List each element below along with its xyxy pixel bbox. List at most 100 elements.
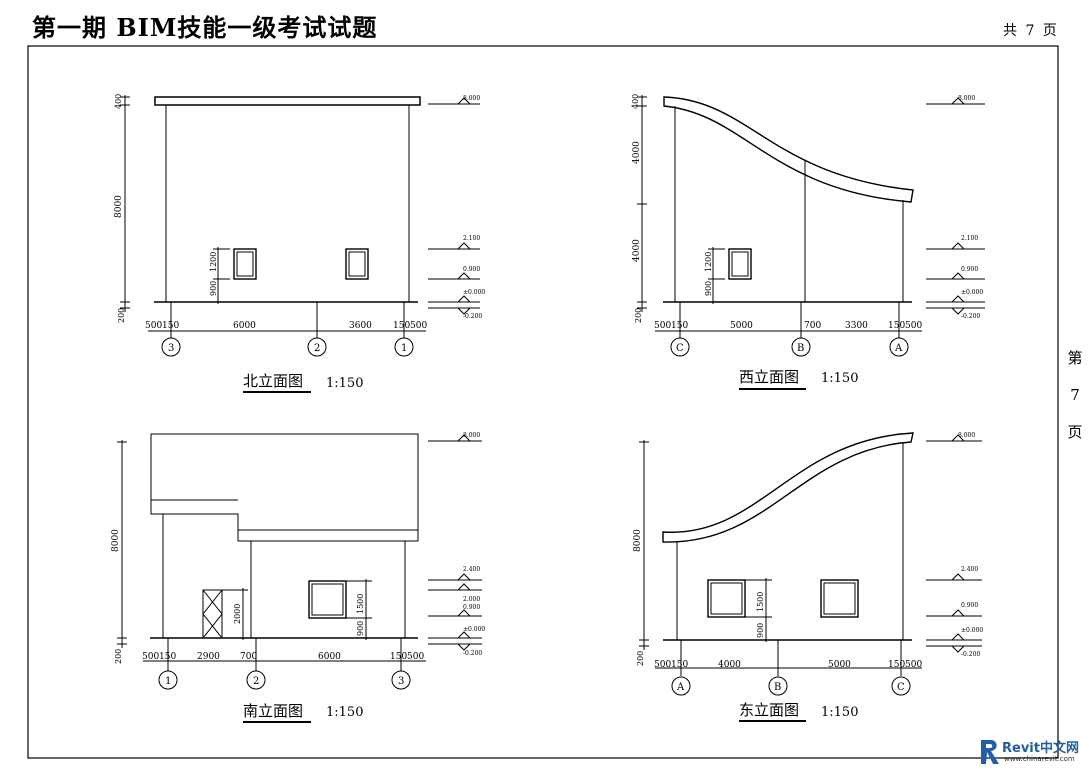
horizontal-dimension: 6000 (233, 321, 256, 331)
level-symbol (951, 434, 965, 442)
north-window (233, 248, 257, 280)
level-symbol (457, 583, 471, 591)
revit-logo: Revit中文网 www.chinarevit.com (978, 736, 1084, 768)
view-scale: 1:150 (326, 376, 363, 391)
level-symbol (951, 633, 965, 641)
west-window (728, 248, 752, 280)
level-value: 2.100 (961, 235, 978, 242)
horizontal-dimension: 150 (888, 321, 905, 331)
horizontal-dimension: 150 (159, 652, 176, 662)
level-value: -0.200 (463, 313, 482, 320)
west-labels: 西立面图 1:150 400 4000 4000 200 1200 900 8.… (631, 94, 983, 386)
level-value: 8.000 (463, 95, 480, 102)
horizontal-dimension: 3300 (845, 321, 868, 331)
grid-label: C (897, 682, 905, 693)
vertical-dimension: 400 (631, 94, 640, 109)
sheet-border (27, 45, 1059, 759)
horizontal-dimension: 3600 (349, 321, 372, 331)
grid-bubble (158, 670, 178, 690)
horizontal-dimension: 500 (142, 652, 159, 662)
level-symbol (457, 643, 471, 651)
east-window (820, 579, 859, 618)
south-door-swing (202, 589, 223, 639)
vertical-dimension: 900 (756, 623, 765, 638)
horizontal-dimension: 2900 (197, 652, 220, 662)
vertical-dimension: 1500 (356, 594, 365, 614)
level-symbol (457, 242, 471, 250)
vertical-dimension: 2000 (233, 604, 242, 624)
level-value: 0.900 (463, 266, 480, 273)
level-value: 2.100 (463, 235, 480, 242)
grid-bubble (791, 337, 811, 357)
level-symbol (951, 295, 965, 303)
level-symbol (951, 609, 965, 617)
grid-bubble (307, 337, 327, 357)
level-symbol (457, 97, 471, 105)
north-window (236, 251, 254, 277)
level-value: -0.200 (961, 651, 980, 658)
level-symbol (951, 645, 965, 653)
side-label-char: 页 (1067, 423, 1083, 441)
south-upper-volume (150, 433, 419, 542)
horizontal-dimension: 5000 (730, 321, 753, 331)
view-scale: 1:150 (821, 705, 858, 720)
horizontal-dimension: 500 (905, 321, 922, 331)
horizontal-dimension: 500 (905, 660, 922, 670)
grid-bubble (891, 676, 911, 696)
vertical-dimension: 8000 (633, 529, 643, 552)
vertical-dimension: 1200 (704, 252, 713, 272)
level-symbol (951, 272, 965, 280)
level-value: 8.000 (463, 432, 480, 439)
level-value: ±0.000 (463, 289, 485, 296)
vertical-dimension: 1500 (756, 592, 765, 612)
page-count: 共 7 页 (1003, 23, 1057, 39)
horizontal-dimension: 500 (145, 321, 162, 331)
level-value: -0.200 (463, 650, 482, 657)
level-value: 2.400 (961, 566, 978, 573)
side-label-char: 7 (1070, 386, 1080, 404)
horizontal-dimension: 150 (671, 660, 688, 670)
horizontal-dimension: 500 (410, 321, 427, 331)
horizontal-dimension: 500 (654, 321, 671, 331)
grid-label: 1 (165, 676, 171, 687)
horizontal-dimension: 6000 (318, 652, 341, 662)
vertical-dimension: 900 (209, 281, 218, 296)
grid-label: 3 (398, 676, 404, 687)
level-symbol (457, 272, 471, 280)
level-symbol (457, 609, 471, 617)
horizontal-dimension: 500 (654, 660, 671, 670)
view-caption: 西立面图 (739, 368, 799, 386)
grid-label: A (894, 343, 903, 354)
grid-bubble (670, 337, 690, 357)
view-caption: 东立面图 (739, 701, 799, 719)
north-window (345, 248, 369, 280)
north-wall (165, 104, 410, 303)
vertical-dimension: 4000 (632, 239, 642, 262)
west-curved-roof (663, 96, 914, 203)
page-title: 第一期 BIM技能一级考试试题 (32, 13, 378, 42)
vertical-dimension: 200 (117, 308, 126, 323)
south-window (308, 580, 347, 619)
level-value: -0.200 (961, 313, 980, 320)
level-value: 2.000 (463, 596, 480, 603)
east-elevation (639, 432, 982, 722)
grid-label: C (676, 343, 684, 354)
south-window (311, 583, 344, 616)
east-curved-roof (662, 432, 914, 543)
level-value: 0.900 (463, 604, 480, 611)
grid-bubble (246, 670, 266, 690)
vertical-dimension: 400 (114, 94, 123, 109)
west-window (731, 251, 749, 277)
grid-bubble (889, 337, 909, 357)
vertical-dimension: 8000 (114, 195, 124, 218)
grid-bubble (161, 337, 181, 357)
north-parapet (154, 96, 421, 106)
south-lower-wall (162, 514, 406, 638)
level-value: 0.900 (961, 602, 978, 609)
east-window (707, 579, 746, 618)
revit-r-icon (981, 740, 999, 764)
level-symbol (951, 97, 965, 105)
east-window (710, 582, 743, 615)
vertical-dimension: 1200 (209, 252, 218, 272)
horizontal-dimension: 700 (804, 321, 821, 331)
